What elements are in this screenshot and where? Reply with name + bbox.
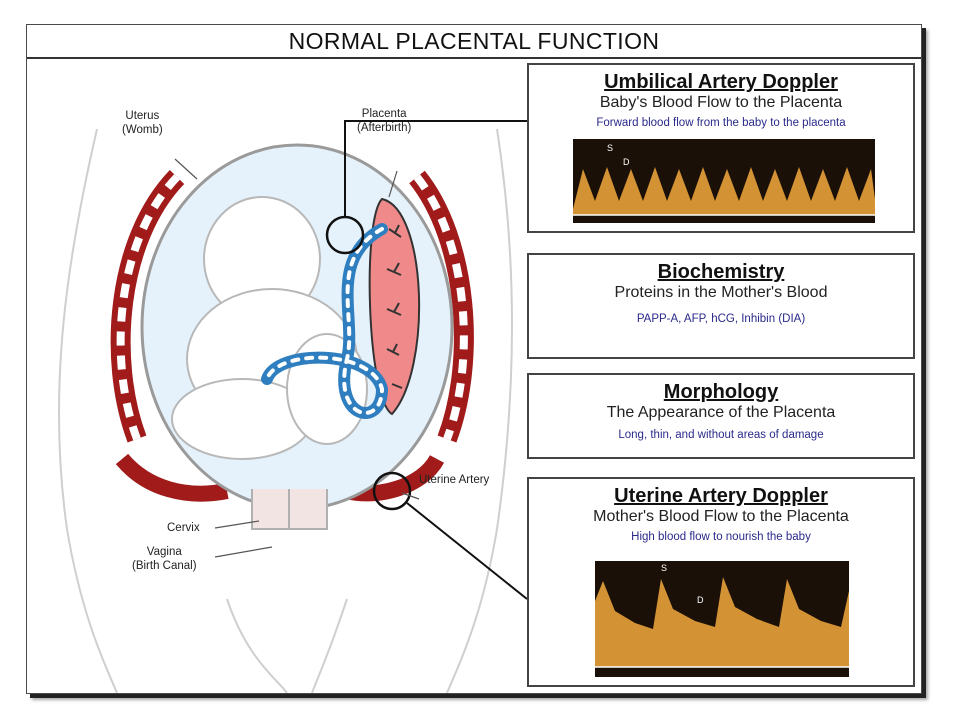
umbilical-doppler-title: Umbilical Artery Doppler bbox=[604, 71, 838, 93]
uterus-label: Uterus (Womb) bbox=[122, 109, 163, 137]
fetus bbox=[171, 196, 368, 460]
umbilical-doppler-waveform: S D bbox=[573, 139, 875, 223]
diagram-title: NORMAL PLACENTAL FUNCTION bbox=[288, 28, 660, 54]
placenta bbox=[368, 197, 421, 416]
uterus-label-line1: Uterus bbox=[125, 110, 160, 122]
placenta-label: Placenta (Afterbirth) bbox=[357, 107, 411, 135]
morphology-panel: Morphology The Appearance of the Placent… bbox=[527, 373, 915, 459]
biochemistry-subtitle: Proteins in the Mother's Blood bbox=[614, 284, 828, 301]
uterine-callout-circle bbox=[372, 471, 412, 511]
morphology-subtitle: The Appearance of the Placenta bbox=[606, 404, 836, 421]
uterine-doppler-waveform: S D bbox=[595, 561, 849, 677]
anatomy-illustration bbox=[57, 120, 527, 693]
umbilical-doppler-note: Forward blood flow from the baby to the … bbox=[596, 117, 846, 129]
umbilical-cord bbox=[261, 223, 389, 419]
vagina-label-line1: Vagina bbox=[146, 546, 182, 558]
uterine-doppler-note: High blood flow to nourish the baby bbox=[631, 531, 811, 543]
uterine-doppler-panel: Uterine Artery Doppler Mother's Blood Fl… bbox=[527, 477, 915, 687]
cervix-label: Cervix bbox=[167, 522, 200, 534]
uterine-d-marker: D bbox=[697, 595, 704, 605]
placenta-label-line2: (Afterbirth) bbox=[357, 122, 412, 134]
title-bar: NORMAL PLACENTAL FUNCTION bbox=[27, 25, 921, 59]
biochemistry-title: Biochemistry bbox=[657, 261, 785, 283]
uterine-connector bbox=[406, 502, 527, 600]
morphology-note: Long, thin, and without areas of damage bbox=[618, 429, 824, 441]
uterine-artery-label: Uterine Artery bbox=[419, 474, 490, 486]
umbilical-d-marker: D bbox=[623, 157, 630, 167]
diagram-frame: NORMAL PLACENTAL FUNCTION bbox=[26, 24, 922, 694]
uterine-s-marker: S bbox=[661, 563, 667, 573]
biochemistry-note: PAPP-A, AFP, hCG, Inhibin (DIA) bbox=[636, 313, 806, 325]
placenta-label-line1: Placenta bbox=[361, 108, 407, 120]
vagina-label: Vagina (Birth Canal) bbox=[132, 545, 197, 573]
uterine-doppler-subtitle: Mother's Blood Flow to the Placenta bbox=[593, 508, 849, 525]
vagina-label-line2: (Birth Canal) bbox=[132, 560, 197, 572]
umbilical-connector bbox=[344, 120, 527, 217]
umbilical-doppler-subtitle: Baby's Blood Flow to the Placenta bbox=[599, 94, 843, 111]
umbilical-doppler-panel: Umbilical Artery Doppler Baby's Blood Fl… bbox=[527, 63, 915, 233]
uterus-label-line2: (Womb) bbox=[122, 124, 163, 136]
uterine-doppler-title: Uterine Artery Doppler bbox=[614, 485, 828, 507]
umbilical-s-marker: S bbox=[607, 143, 613, 153]
biochemistry-panel: Biochemistry Proteins in the Mother's Bl… bbox=[527, 253, 915, 359]
morphology-title: Morphology bbox=[663, 381, 779, 403]
